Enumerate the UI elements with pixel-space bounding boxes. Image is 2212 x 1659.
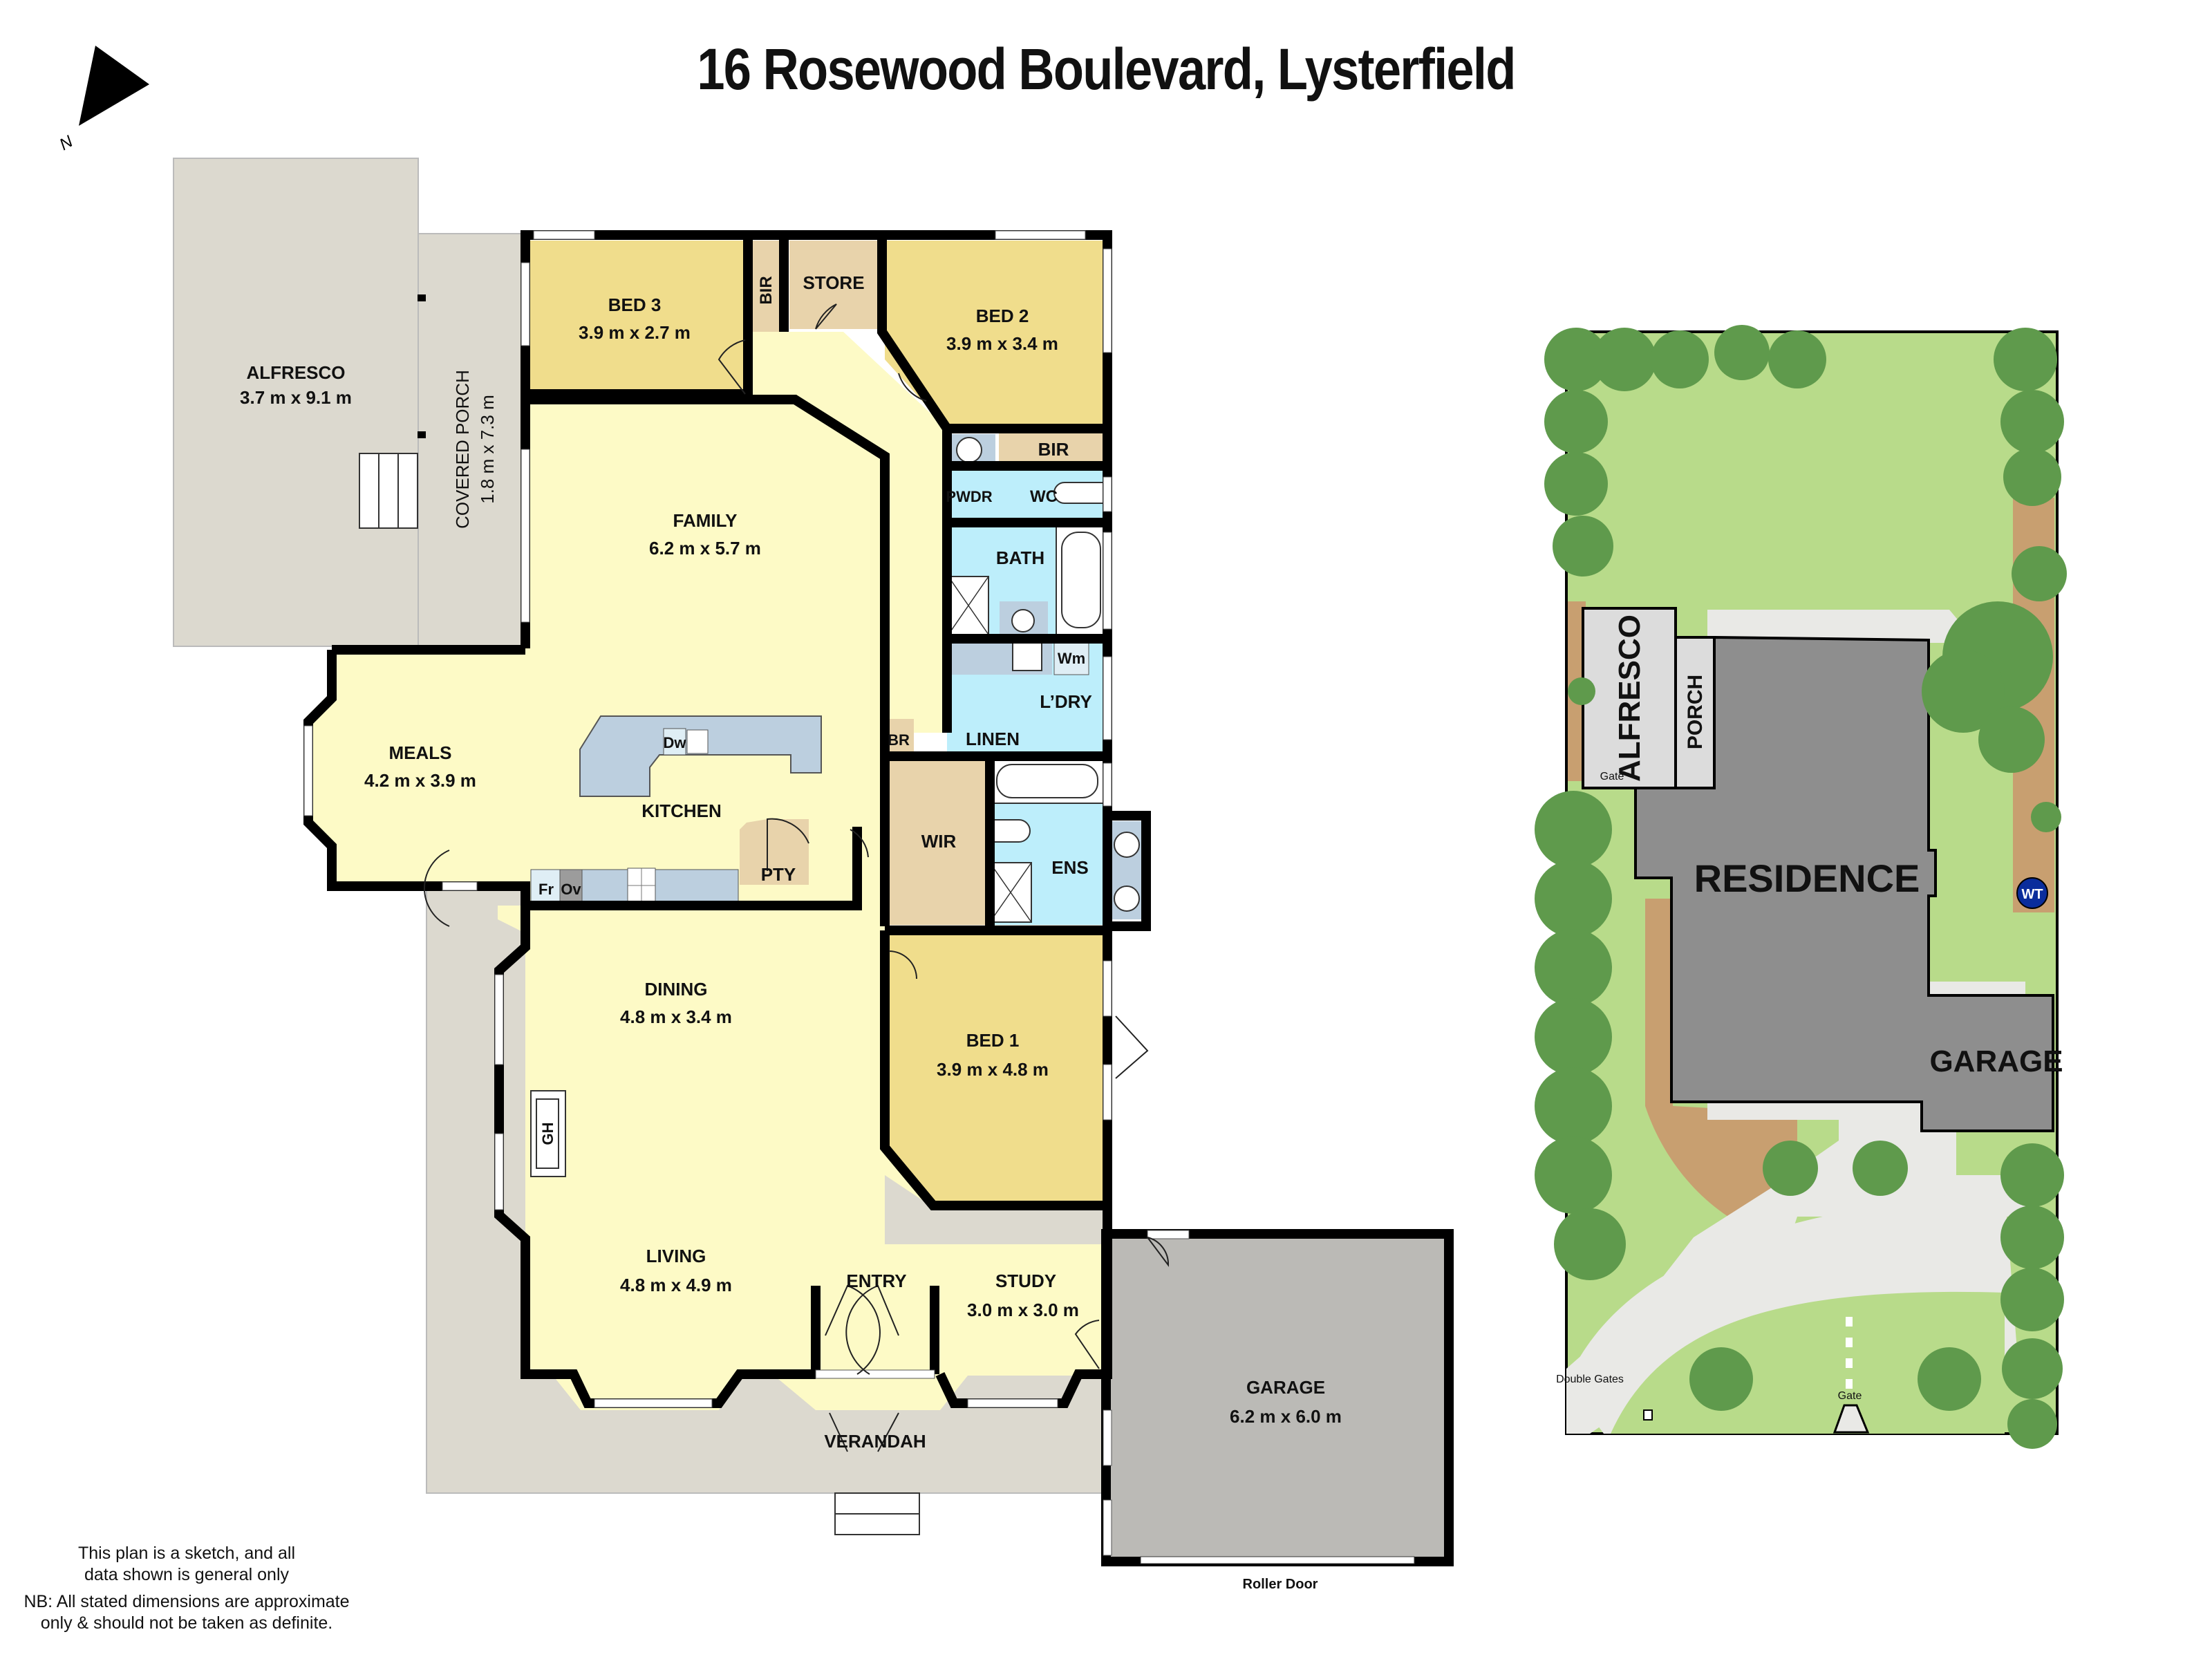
site-residence — [1634, 635, 2054, 1132]
steps-icon — [359, 453, 418, 529]
dishwasher-label: Dw — [664, 734, 687, 751]
alfresco-size: 3.7 m x 9.1 m — [240, 387, 352, 408]
roller-door — [1140, 1556, 1415, 1564]
meals-label: MEALS — [389, 742, 452, 763]
disclaimer-line-4: only & should not be taken as definite. — [40, 1613, 333, 1633]
living-label: LIVING — [646, 1246, 706, 1266]
pwdr-label: PWDR — [946, 488, 992, 505]
alfresco-area — [173, 158, 419, 647]
dining-size: 4.8 m x 3.4 m — [620, 1006, 732, 1027]
ensuite-basin-icon — [1114, 832, 1140, 858]
garage-label: GARAGE — [1246, 1377, 1325, 1398]
site-porch — [1674, 636, 1716, 789]
bath-label: BATH — [996, 547, 1044, 568]
disclaimer-general: This plan is a sketch, and all data show… — [14, 1543, 359, 1586]
ensuite-basin-icon — [1114, 885, 1140, 912]
disclaimer-line-2: data shown is general only — [84, 1565, 290, 1584]
front-steps-icon — [834, 1492, 920, 1535]
ensuite-bathtub-icon — [989, 758, 1105, 804]
disclaimer-line-1: This plan is a sketch, and all — [77, 1544, 296, 1563]
bed3-size: 3.9 m x 2.7 m — [579, 322, 691, 343]
door-swings — [423, 303, 1170, 1452]
disclaimer-line-3: NB: All stated dimensions are approximat… — [24, 1592, 350, 1611]
fireplace-icon — [530, 1090, 566, 1177]
linen-label: LINEN — [966, 729, 1020, 749]
covered-porch-label: COVERED PORCH — [452, 370, 473, 529]
wm-label: Wm — [1058, 650, 1085, 667]
powder-basin-icon — [956, 437, 982, 463]
garage-room — [1101, 1229, 1454, 1566]
living-size: 4.8 m x 4.9 m — [620, 1275, 732, 1295]
entry-label: ENTRY — [846, 1271, 906, 1291]
wir-room — [889, 759, 990, 925]
family-label: FAMILY — [673, 510, 738, 531]
study-label: STUDY — [995, 1271, 1056, 1291]
bir-bed2 — [999, 433, 1107, 464]
site-garage-label: GARAGE — [1929, 1044, 2063, 1078]
garage-size: 6.2 m x 6.0 m — [1230, 1406, 1342, 1427]
bath-basin-icon — [1011, 609, 1035, 632]
bed2-size: 3.9 m x 3.4 m — [946, 333, 1058, 354]
front-gate-label: Gate — [1838, 1390, 1862, 1402]
kitchen-island — [579, 715, 822, 797]
family-size: 6.2 m x 5.7 m — [649, 538, 761, 559]
bir-bed2-label: BIR — [1038, 439, 1069, 460]
bir-bed3-label: BIR — [757, 276, 776, 304]
bathtub-icon — [1056, 525, 1107, 635]
kitchen-sink-icon — [686, 729, 709, 754]
cooktop-icon — [627, 868, 656, 903]
oven-label: Ov — [561, 881, 581, 898]
ensuite-label: ENS — [1051, 857, 1088, 878]
room-labels: ALFRESCO 3.7 m x 9.1 m COVERED PORCH 1.8… — [240, 272, 1342, 1592]
site-plan: WT ALFRESCO PORCH Gate RESIDENCE GARAGE … — [1535, 325, 2067, 1449]
site-alfresco-label: ALFRESCO — [1613, 615, 1647, 782]
study-size: 3.0 m x 3.0 m — [967, 1300, 1079, 1320]
water-tank-label: WT — [2021, 887, 2043, 902]
bed3-room — [525, 241, 748, 394]
bed1-size: 3.9 m x 4.8 m — [937, 1059, 1049, 1080]
north-arrow-icon: N — [57, 46, 149, 154]
disclaimer-dimensions: NB: All stated dimensions are approximat… — [14, 1591, 359, 1634]
meals-size: 4.2 m x 3.9 m — [364, 770, 476, 791]
pantry-label: PTY — [761, 864, 796, 885]
gas-heater-label: GH — [539, 1123, 556, 1145]
dining-label: DINING — [645, 979, 708, 1000]
site-porch-label: PORCH — [1684, 675, 1707, 749]
walls — [303, 230, 1151, 1408]
site-residence-label: RESIDENCE — [1694, 856, 1920, 900]
bed2-label: BED 2 — [976, 306, 1029, 326]
kitchen-label: KITCHEN — [641, 800, 722, 821]
bed2-room — [885, 241, 1107, 429]
double-gates-label: Double Gates — [1556, 1374, 1624, 1385]
bed3-label: BED 3 — [608, 294, 662, 315]
covered-porch-area — [418, 233, 523, 649]
laundry-trough-icon — [1012, 642, 1042, 671]
water-tank-icon — [2016, 877, 2048, 909]
ensuite-shower-icon — [989, 862, 1032, 923]
site-gate-label: Gate — [1600, 771, 1624, 782]
wir-label: WIR — [921, 831, 957, 852]
store-label: STORE — [803, 272, 864, 293]
roller-door-label: Roller Door — [1243, 1577, 1318, 1592]
bir-bed3 — [750, 241, 781, 332]
pantry-room — [740, 819, 809, 885]
wc-label: WC — [1030, 487, 1058, 506]
store-room — [789, 241, 881, 329]
ensuite-toilet-icon — [991, 819, 1031, 843]
windows — [303, 230, 1190, 1556]
laundry-label: L’DRY — [1040, 691, 1092, 712]
alfresco-label: ALFRESCO — [247, 362, 346, 383]
toilet-icon — [1053, 482, 1104, 504]
shower-icon — [948, 576, 989, 635]
bed1-label: BED 1 — [966, 1030, 1020, 1051]
br-label: BR — [888, 731, 910, 749]
compass-label: N — [57, 132, 77, 154]
covered-porch-size: 1.8 m x 7.3 m — [477, 395, 498, 504]
fridge-label: Fr — [538, 881, 554, 898]
verandah-label: VERANDAH — [824, 1431, 926, 1452]
bed1-room — [885, 933, 1107, 1203]
page-title: 16 Rosewood Boulevard, Lysterfield — [697, 37, 1516, 102]
